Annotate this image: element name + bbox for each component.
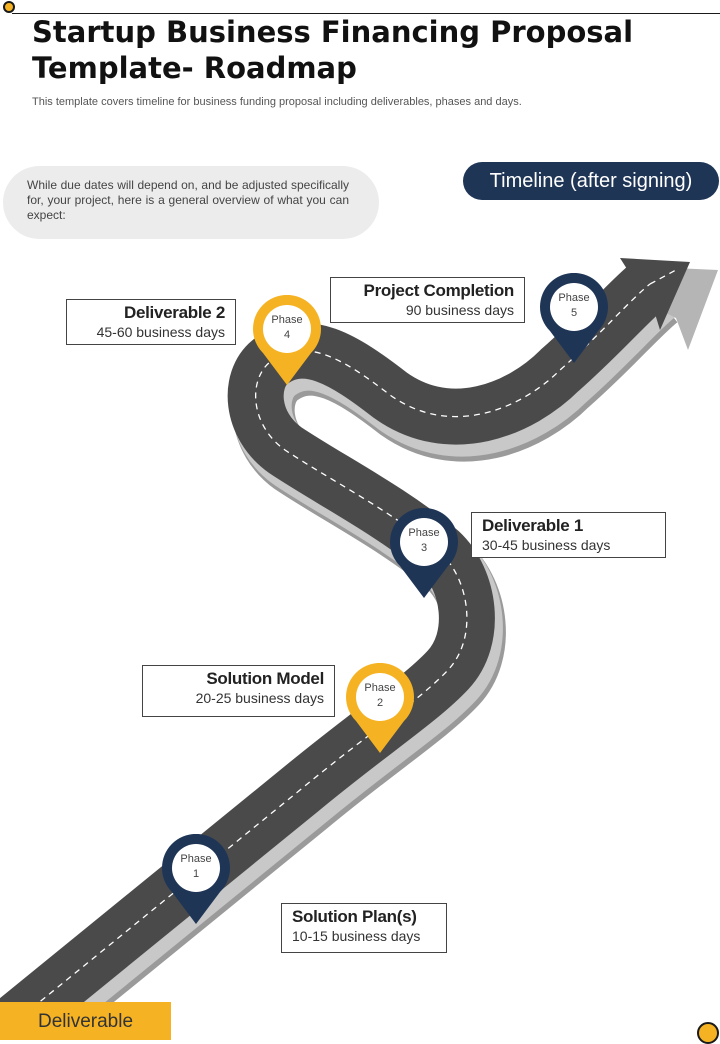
page-subtitle: This template covers timeline for busine… bbox=[32, 96, 522, 108]
milestone-title: Project Completion bbox=[363, 281, 515, 300]
milestone-box-solution-model: Solution Model 20-25 business days bbox=[142, 665, 335, 717]
milestone-days: 45-60 business days bbox=[96, 324, 225, 340]
phase-number: 5 bbox=[570, 307, 578, 319]
phase-number: 1 bbox=[192, 868, 200, 880]
map-pin-icon bbox=[390, 507, 458, 598]
map-pin-icon bbox=[540, 272, 608, 363]
milestone-days: 90 business days bbox=[405, 302, 514, 318]
milestone-days: 30-45 business days bbox=[482, 537, 611, 553]
corner-dot-icon bbox=[3, 1, 15, 13]
phase-number: 4 bbox=[283, 329, 291, 341]
map-pin-icon bbox=[162, 833, 230, 924]
milestone-title: Solution Plan(s) bbox=[292, 907, 417, 926]
milestone-box-deliverable-1: Deliverable 1 30-45 business days bbox=[471, 512, 666, 558]
intro-callout: While due dates will depend on, and be a… bbox=[3, 166, 379, 239]
phase-word: Phase bbox=[558, 292, 590, 304]
phase-number: 2 bbox=[376, 697, 384, 709]
map-pin-icon bbox=[346, 662, 414, 753]
phase-word: Phase bbox=[364, 682, 396, 694]
phase-word: Phase bbox=[271, 314, 303, 326]
phase-4-pin-icon: Phase 4 bbox=[252, 294, 322, 387]
milestone-title: Deliverable 1 bbox=[482, 516, 583, 535]
milestone-box-project-completion: Project Completion 90 business days bbox=[330, 277, 525, 323]
milestone-box-deliverable-2: Deliverable 2 45-60 business days bbox=[66, 299, 236, 345]
phase-3-pin-icon: Phase 3 bbox=[389, 507, 459, 600]
map-pin-icon bbox=[253, 294, 321, 385]
phase-word: Phase bbox=[408, 527, 440, 539]
phase-word: Phase bbox=[180, 853, 212, 865]
timeline-pill: Timeline (after signing) bbox=[463, 162, 719, 200]
milestone-box-solution-plans: Solution Plan(s) 10-15 business days bbox=[281, 903, 447, 953]
top-rule bbox=[12, 13, 720, 14]
phase-number: 3 bbox=[420, 542, 428, 554]
footer-deliverable-tag: Deliverable bbox=[0, 1002, 171, 1040]
milestone-days: 20-25 business days bbox=[195, 690, 324, 706]
phase-5-pin-icon: Phase 5 bbox=[539, 272, 609, 365]
milestone-title: Deliverable 2 bbox=[124, 303, 225, 322]
page-title: Startup Business Financing Proposal Temp… bbox=[32, 15, 634, 85]
phase-1-pin-icon: Phase 1 bbox=[161, 833, 231, 926]
milestone-days: 10-15 business days bbox=[292, 928, 421, 944]
milestone-title: Solution Model bbox=[206, 669, 324, 688]
phase-2-pin-icon: Phase 2 bbox=[345, 662, 415, 755]
